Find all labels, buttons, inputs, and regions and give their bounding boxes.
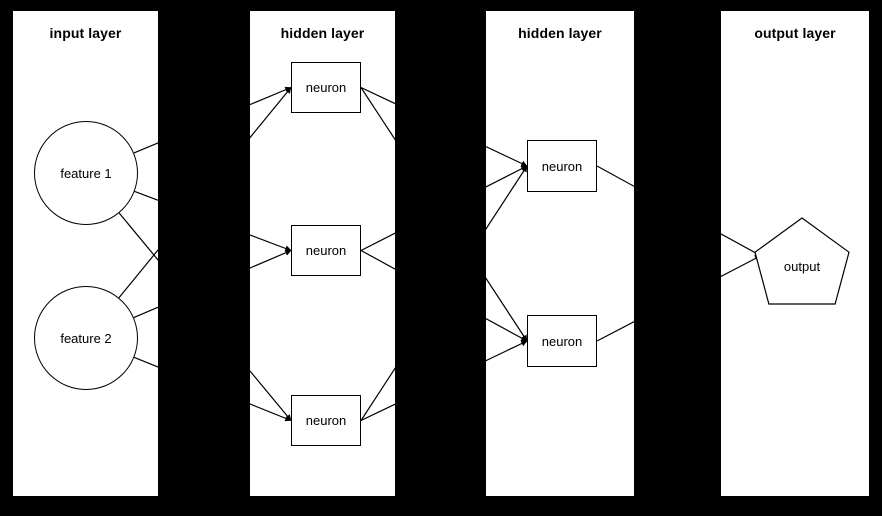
node-label: neuron (305, 243, 347, 258)
neuron-node[interactable]: neuron (291, 225, 361, 276)
node-label: feature 2 (60, 330, 112, 346)
node-label: feature 1 (60, 165, 112, 181)
layer-title-hidden2: hidden layer (518, 25, 602, 41)
layer-title-output: output layer (754, 25, 836, 41)
node-label: neuron (541, 158, 583, 174)
neuron-node[interactable]: neuron (527, 140, 597, 192)
layer-title-input: input layer (49, 25, 122, 41)
layer-title-hidden1: hidden layer (280, 25, 365, 41)
output-node[interactable]: output (754, 217, 850, 305)
node-label: neuron (541, 333, 583, 349)
node-label: neuron (305, 80, 347, 95)
neuron-node[interactable]: neuron (291, 395, 361, 446)
neuron-node[interactable]: neuron (527, 315, 597, 367)
layer-panel-hidden2: hidden layer (486, 11, 634, 496)
node-label: neuron (305, 413, 347, 428)
layer-panel-input: input layer (13, 11, 158, 496)
input-feature-node[interactable]: feature 2 (34, 286, 138, 390)
node-label: output (783, 259, 821, 275)
neuron-node[interactable]: neuron (291, 62, 361, 113)
pentagon-shape (754, 217, 850, 305)
input-feature-node[interactable]: feature 1 (34, 121, 138, 225)
